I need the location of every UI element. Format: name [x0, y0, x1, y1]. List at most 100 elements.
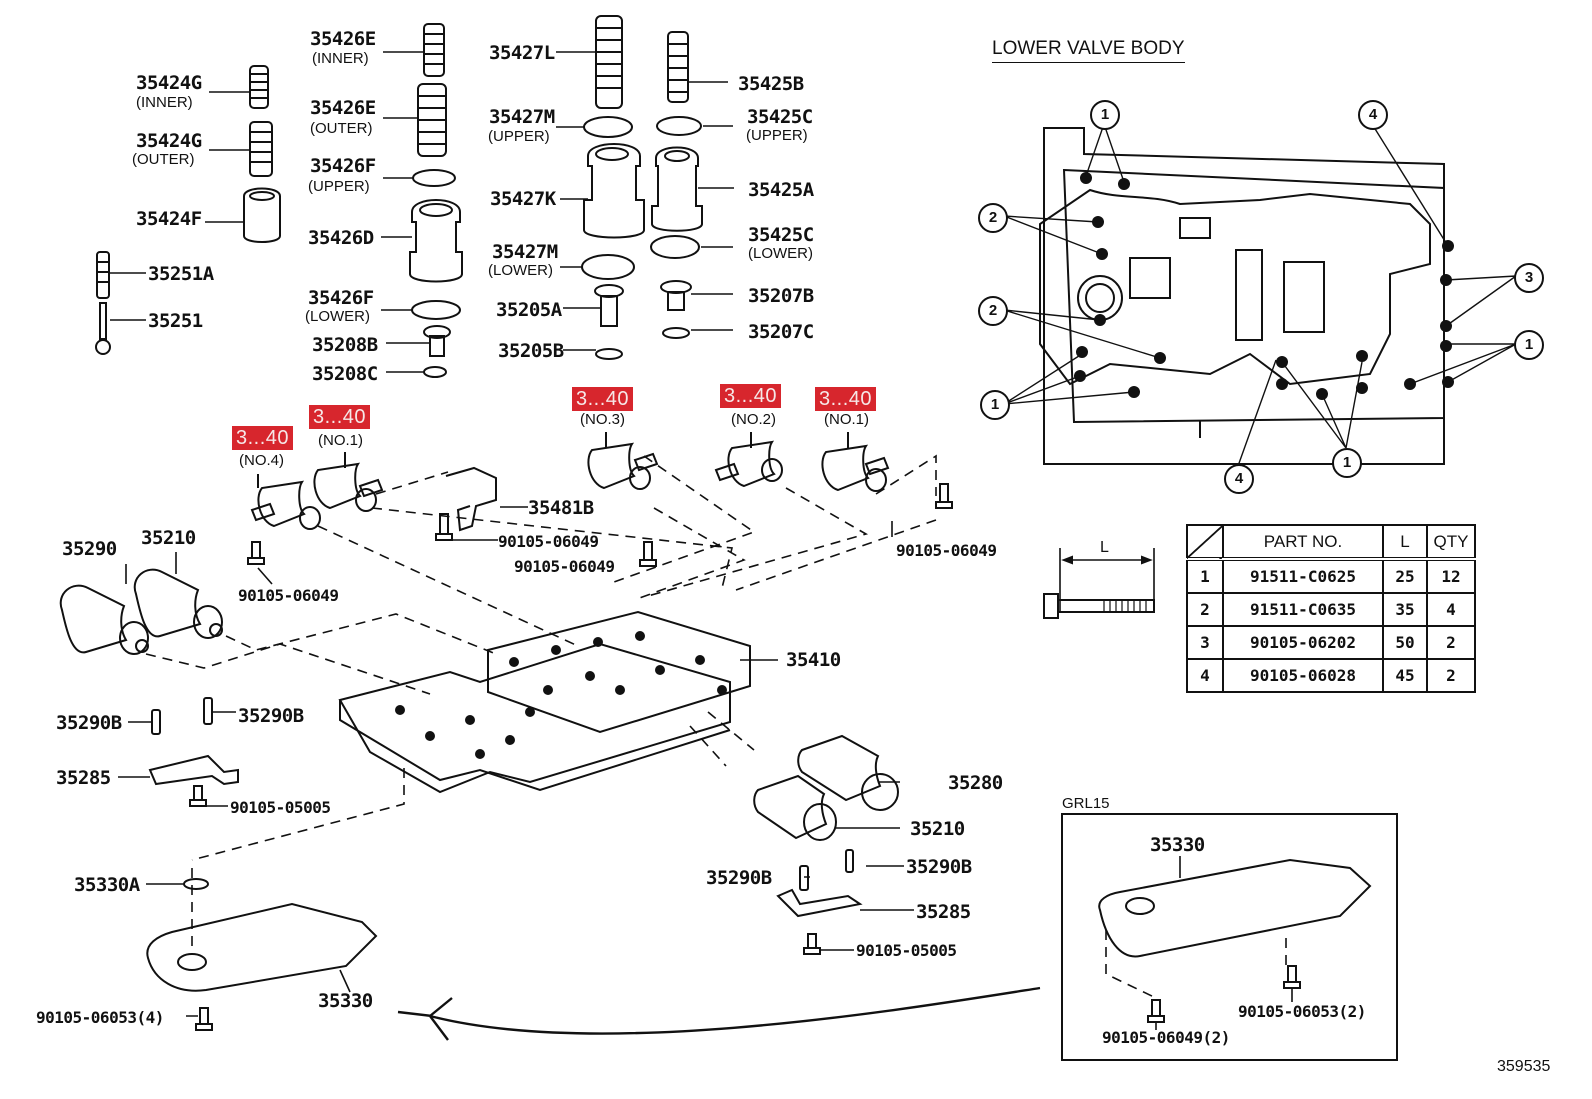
sleeve-35427k [583, 143, 645, 239]
spring-35427l [595, 15, 623, 109]
solenoid-no1-right-red-label[interactable]: 3...40 [815, 387, 877, 411]
solenoid-no1-left-red-label[interactable]: 3...40 [309, 405, 371, 429]
bolt-spec-table: PART NO. L QTY 1 91511-C0625 25 12 2 915… [1186, 524, 1476, 693]
plug-35424f [243, 187, 281, 243]
part-label-35425a[interactable]: 35425A [748, 179, 814, 201]
solenoid-35210-right [753, 774, 837, 841]
reference-arrow [429, 986, 1041, 1035]
part-label-35481b[interactable]: 35481B [528, 497, 594, 519]
callout-leaders [1003, 123, 1517, 467]
solenoid-no4 [250, 474, 321, 530]
solenoid-no3-tag: (NO.3) [580, 411, 625, 428]
part-label-bolt-no4[interactable]: 90105-06049 [238, 586, 339, 605]
part-label-35410[interactable]: 35410 [786, 649, 841, 671]
solenoid-no1-left [313, 452, 384, 512]
part-label-35207c[interactable]: 35207C [748, 321, 814, 343]
part-label-bolt-05005-left[interactable]: 90105-05005 [230, 798, 331, 817]
part-label-35208b[interactable]: 35208B [312, 334, 378, 356]
part-note-35424g-inner: (INNER) [136, 94, 193, 111]
part-label-35427k[interactable]: 35427K [490, 188, 556, 210]
solenoid-no4-tag: (NO.4) [239, 452, 284, 469]
part-note-35426e-outer: (OUTER) [310, 120, 373, 137]
part-label-35285-right[interactable]: 35285 [916, 901, 971, 923]
part-label-35426e-inner[interactable]: 35426E [310, 28, 376, 50]
part-label-35290b-l1[interactable]: 35290B [56, 712, 122, 734]
inset-bolt-label-06049[interactable]: 90105-06049(2) [1102, 1028, 1230, 1047]
row-length: 35 [1382, 592, 1428, 627]
spring-35424g-outer [249, 121, 273, 177]
part-label-35426f-lower[interactable]: 35426F [308, 287, 374, 309]
part-label-35425b[interactable]: 35425B [738, 73, 804, 95]
part-note-35426e-inner: (INNER) [312, 50, 369, 67]
part-label-35290b-r1[interactable]: 35290B [706, 867, 772, 889]
inset-bolt-label-06053[interactable]: 90105-06053(2) [1238, 1002, 1366, 1021]
row-qty: 2 [1426, 625, 1476, 660]
table-header-blank [1186, 524, 1224, 561]
part-label-35427m-upper[interactable]: 35427M [489, 106, 555, 128]
part-label-35424g-outer[interactable]: 35424G [136, 130, 202, 152]
solenoid-no3-red-label[interactable]: 3...40 [572, 387, 634, 411]
plate-35285-left [148, 754, 239, 786]
part-label-35290b-r2[interactable]: 35290B [906, 856, 972, 878]
clip-35205b [595, 348, 623, 360]
part-label-35426f-upper[interactable]: 35426F [310, 155, 376, 177]
callout-4-top: 4 [1358, 100, 1388, 130]
ring-35425c-upper [656, 116, 702, 136]
part-label-35205b[interactable]: 35205B [498, 340, 564, 362]
part-label-bolt-no1-right[interactable]: 90105-06049 [896, 541, 997, 560]
bolt-dimension-drawing [1043, 548, 1155, 619]
part-label-35210-left[interactable]: 35210 [141, 527, 196, 549]
pin-35290b-r1 [799, 865, 809, 891]
callout-1-top: 1 [1090, 100, 1120, 130]
part-label-35427m-lower[interactable]: 35427M [492, 241, 558, 263]
part-label-35285-left[interactable]: 35285 [56, 767, 111, 789]
part-label-35207b[interactable]: 35207B [748, 285, 814, 307]
callout-1-right: 1 [1514, 330, 1544, 360]
part-note-35427m-lower: (LOWER) [488, 262, 553, 279]
part-label-35426e-outer[interactable]: 35426E [310, 97, 376, 119]
callout-1-bottom: 1 [1332, 448, 1362, 478]
row-part-no[interactable]: 91511-C0625 [1222, 558, 1384, 594]
part-label-35208c[interactable]: 35208C [312, 363, 378, 385]
part-label-bolt-no3[interactable]: 90105-06049 [514, 557, 615, 576]
table-header-qty: QTY [1426, 524, 1476, 561]
part-label-35424f[interactable]: 35424F [136, 208, 202, 230]
sleeve-35425a [651, 146, 703, 232]
table-row: 1 91511-C0625 25 12 [1186, 558, 1476, 594]
part-label-35210-right[interactable]: 35210 [910, 818, 965, 840]
part-label-35424g-inner[interactable]: 35424G [136, 72, 202, 94]
part-label-35251[interactable]: 35251 [148, 310, 203, 332]
part-label-35280[interactable]: 35280 [948, 772, 1003, 794]
part-label-35330[interactable]: 35330 [318, 990, 373, 1012]
table-header-length: L [1382, 524, 1428, 561]
part-label-bolt-06053-4[interactable]: 90105-06053(4) [36, 1008, 164, 1027]
row-length: 25 [1382, 558, 1428, 594]
part-label-35425c-upper[interactable]: 35425C [747, 106, 813, 128]
solenoid-no2-red-label[interactable]: 3...40 [720, 384, 782, 408]
part-label-35426d[interactable]: 35426D [308, 227, 374, 249]
part-label-35290[interactable]: 35290 [62, 538, 117, 560]
part-label-35251a[interactable]: 35251A [148, 263, 214, 285]
part-label-35330a[interactable]: 35330A [74, 874, 140, 896]
part-label-35290b-l2[interactable]: 35290B [238, 705, 304, 727]
row-part-no[interactable]: 90105-06202 [1222, 625, 1384, 660]
row-index: 2 [1186, 592, 1224, 627]
inset-part-label-35330[interactable]: 35330 [1150, 834, 1205, 856]
callout-3-right: 3 [1514, 263, 1544, 293]
part-label-35205a[interactable]: 35205A [496, 299, 562, 321]
part-label-35425c-lower[interactable]: 35425C [748, 224, 814, 246]
row-part-no[interactable]: 91511-C0635 [1222, 592, 1384, 627]
solenoid-no4-red-label[interactable]: 3...40 [232, 426, 294, 450]
valve-35251 [95, 302, 111, 355]
spring-35424g-inner [249, 65, 269, 109]
table-row: 2 91511-C0635 35 4 [1186, 592, 1476, 627]
part-note-35425c-upper: (UPPER) [746, 127, 808, 144]
row-part-no[interactable]: 90105-06028 [1222, 658, 1384, 693]
solenoid-no2-tag: (NO.2) [731, 411, 776, 428]
part-label-bolt-05005-right[interactable]: 90105-05005 [856, 941, 957, 960]
part-label-bolt-bracket[interactable]: 90105-06049 [498, 532, 599, 551]
row-qty: 2 [1426, 658, 1476, 693]
part-label-35427l[interactable]: 35427L [489, 42, 555, 64]
